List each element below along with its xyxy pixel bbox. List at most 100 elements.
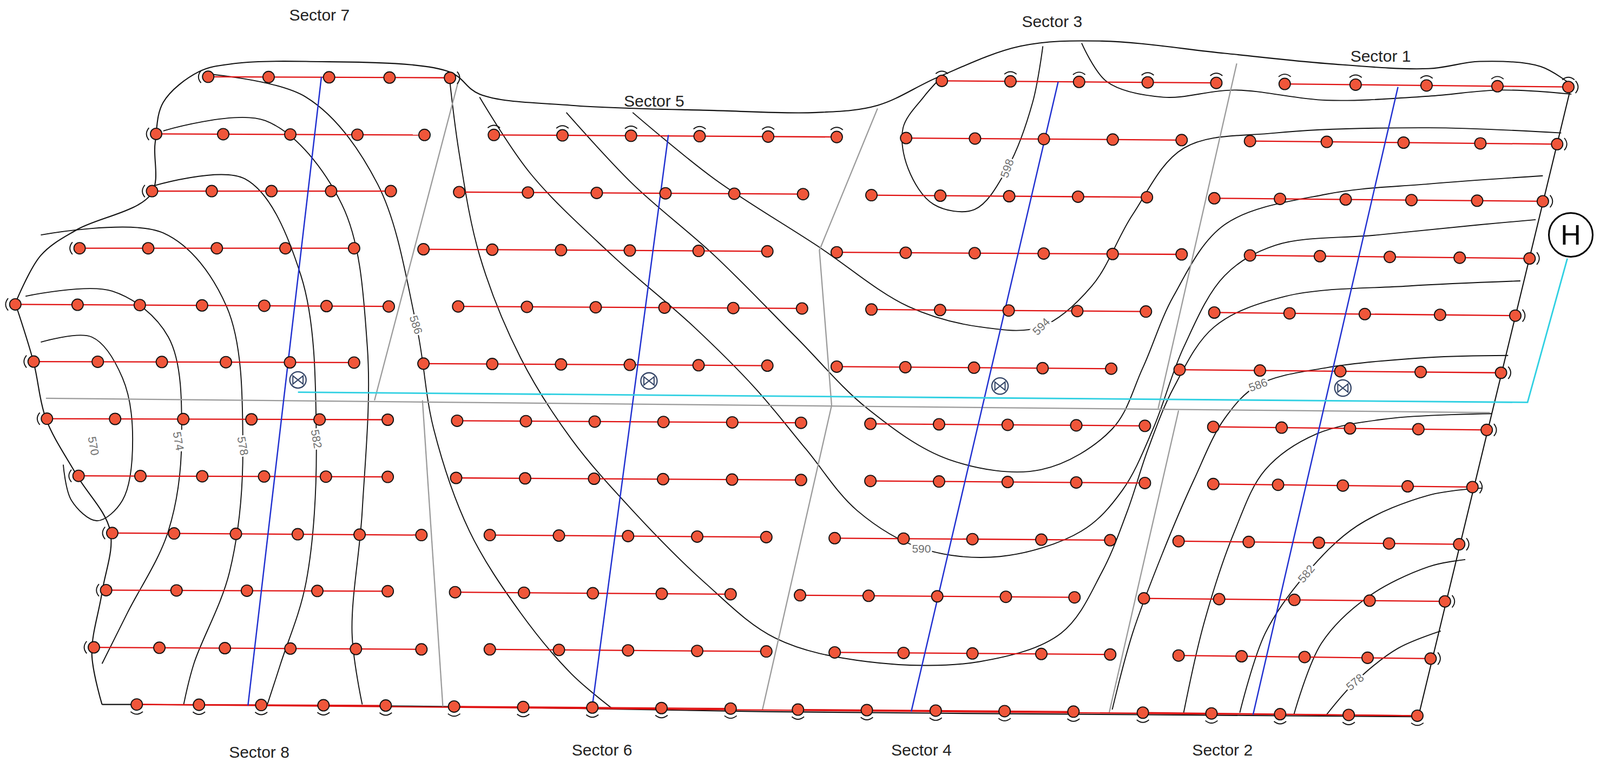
sector-boundary (374, 81, 459, 400)
end-mark (517, 714, 530, 717)
emitter-dot (1474, 137, 1486, 149)
lateral-line (47, 418, 388, 420)
emitter-dot (486, 244, 498, 256)
emitter-dot (177, 413, 189, 425)
emitter-dot (1401, 480, 1414, 492)
emitter-dot (934, 304, 946, 316)
emitter-dot (519, 415, 532, 427)
emitter-dot (623, 358, 636, 371)
end-mark (1210, 73, 1223, 76)
emitter-dot (1471, 194, 1483, 207)
end-mark (142, 185, 146, 198)
emitter-dot (1414, 366, 1427, 378)
emitter-dot (1337, 479, 1349, 492)
end-mark (1491, 76, 1504, 79)
emitter-dot (348, 356, 360, 368)
emitter-dot (383, 71, 395, 84)
emitter-dot (831, 131, 843, 143)
emitter-dot (451, 415, 463, 427)
emitter-dot (453, 186, 465, 198)
emitter-dot (450, 471, 462, 484)
end-mark (1522, 309, 1526, 322)
end-mark (1273, 721, 1287, 724)
emitter-dot (265, 185, 278, 197)
emitter-dot (1210, 77, 1222, 89)
emitter-dot (1242, 536, 1255, 548)
emitter-dot (728, 187, 740, 200)
emitter-dot (245, 413, 258, 425)
emitter-dot (828, 646, 841, 658)
emitter-dot (863, 589, 875, 602)
emitter-dot (726, 416, 739, 429)
sector-label: Sector 7 (288, 7, 350, 24)
emitter-dot (1073, 76, 1085, 88)
emitter-dot (134, 470, 147, 482)
lateral-line (78, 475, 388, 477)
end-mark (1493, 423, 1497, 437)
emitter-dot (1072, 191, 1084, 203)
sector-label: Sector 4 (891, 741, 952, 759)
emitter-dot (452, 300, 464, 313)
emitter-dot (168, 527, 180, 539)
emitters (9, 70, 1575, 722)
emitter-dot (444, 71, 456, 84)
emitter-dot (202, 70, 214, 83)
emitter-dot (655, 702, 668, 714)
lateral-line (93, 647, 421, 650)
emitter-dot (623, 244, 636, 256)
end-mark (655, 714, 668, 718)
emitter-dot (969, 247, 981, 259)
emitter-dot (1213, 593, 1226, 605)
emitter-dot (109, 412, 121, 425)
emitter-dot (320, 300, 333, 312)
emitter-dot (255, 699, 267, 711)
emitter-dot (1364, 594, 1376, 607)
emitter-dot (311, 584, 324, 597)
emitter-dot (1070, 476, 1083, 489)
laterals (15, 76, 1569, 716)
end-mark (37, 412, 41, 425)
emitter-dot (206, 185, 218, 197)
emitter-dot (313, 413, 326, 426)
end-mark (1205, 720, 1218, 723)
lateral-line (1214, 198, 1543, 202)
emitter-dot (1405, 194, 1418, 206)
emitter-dot (1207, 478, 1220, 490)
emitter-dot (1138, 419, 1151, 432)
emitter-dot (587, 587, 599, 599)
lateral-line (836, 252, 1182, 255)
emitter-dot (1175, 248, 1188, 260)
end-mark (585, 714, 599, 718)
emitter-dot (589, 415, 601, 427)
contour-line (163, 117, 369, 705)
emitter-dot (348, 242, 360, 254)
emitter-dot (350, 643, 362, 655)
emitter-dot (588, 472, 600, 485)
emitter-dot (220, 356, 232, 368)
emitter-dot (1439, 595, 1451, 608)
end-mark (1420, 75, 1433, 79)
emitter-dot (1173, 535, 1185, 547)
contour-label: 586 (1246, 375, 1270, 394)
valve-bowtie (292, 375, 304, 384)
emitter-dot (219, 642, 231, 654)
sector-label: Sector 2 (1192, 741, 1253, 759)
emitter-dot (727, 302, 740, 314)
end-mark (1141, 72, 1155, 76)
emitter-dot (864, 475, 877, 487)
emitter-dot (1067, 705, 1079, 717)
field-outline-left (15, 303, 111, 705)
emitter-dot (761, 245, 774, 258)
emitter-dot (1495, 366, 1507, 379)
emitter-dot (900, 132, 912, 144)
emitter-dot (170, 584, 183, 596)
emitter-dot (1035, 648, 1048, 660)
emitter-dot (1384, 251, 1396, 263)
emitter-dot (1274, 193, 1286, 205)
emitter-dot (1551, 138, 1563, 150)
emitter-dot (1138, 477, 1151, 489)
emitter-dot (930, 704, 942, 716)
end-mark (146, 127, 150, 141)
valves (290, 371, 1352, 397)
